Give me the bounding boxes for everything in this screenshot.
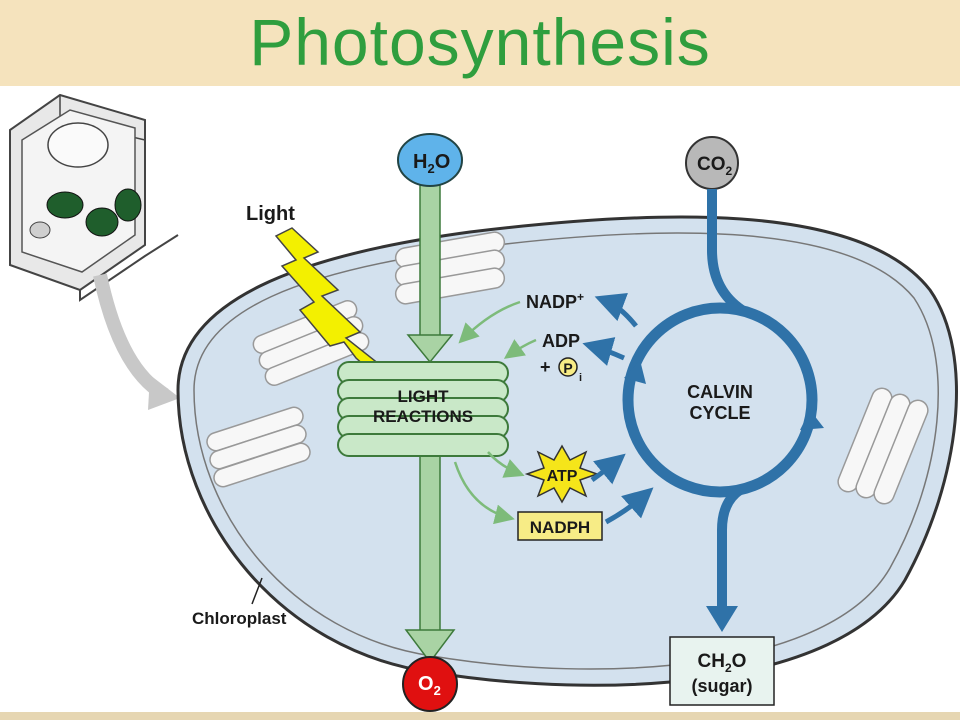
co2-bubble: CO2 (685, 136, 739, 190)
cycle-to-nadp-arrow (594, 292, 638, 328)
calvin-label-1: CALVIN (687, 382, 753, 402)
h2o-bubble: H2O (397, 133, 463, 187)
nadph-box: NADPH (517, 511, 603, 541)
co2-label: CO (697, 154, 726, 175)
o2-bubble: O2 (402, 656, 458, 712)
calvin-label-2: CYCLE (689, 403, 750, 423)
light-reactions-stack (337, 361, 509, 457)
o2-subscript: 2 (434, 683, 441, 698)
ch2o-tail: O (732, 651, 747, 672)
page-title: Photosynthesis (249, 5, 711, 79)
bottom-bar (0, 712, 960, 720)
chloroplast-leader-line (251, 577, 263, 605)
svg-text:O2: O2 (418, 673, 441, 698)
svg-text:CO2: CO2 (697, 154, 733, 178)
adp-label: ADP (542, 331, 580, 351)
light-to-atp-arrow (487, 451, 525, 478)
sugar-outflow (717, 485, 744, 610)
atp-to-cycle-arrow (590, 453, 626, 485)
ch2o-label: CH (698, 651, 725, 672)
chloroplast-label: Chloroplast (192, 609, 287, 628)
sugar-outflow-head (706, 606, 738, 632)
sugar-label: (sugar) (691, 676, 752, 696)
o2-flow-arrow (404, 454, 456, 664)
title-bar (0, 0, 960, 86)
plant-cell-sketch (9, 93, 179, 302)
atp-label: ATP (547, 468, 578, 485)
light-reactions-label-2: REACTIONS (373, 407, 473, 426)
light-label: Light (246, 203, 295, 225)
h2o-label: H (413, 151, 427, 173)
phosphate-label: P (563, 360, 572, 376)
light-reactions-label-1: LIGHT (398, 387, 450, 406)
nadp-to-light-arrow (458, 300, 521, 344)
phosphate-icon: P i (558, 357, 582, 384)
svg-text:H2O: H2O (413, 151, 450, 176)
ch2o-subscript: 2 (725, 661, 732, 675)
co2-subscript: 2 (726, 164, 733, 178)
svg-text:CH2O: CH2O (698, 651, 747, 675)
h2o-subscript: 2 (427, 161, 434, 176)
o2-label: O (418, 673, 434, 695)
light-to-nadph-arrow (453, 461, 515, 525)
adp-to-light-arrow (503, 338, 537, 359)
phosphate-subscript: i (579, 372, 582, 384)
cycle-to-adp-arrow (582, 337, 626, 366)
ch2o-box: CH2O (sugar) (669, 636, 775, 706)
zoom-arrow (93, 273, 180, 410)
svg-text:NADP+: NADP+ (526, 290, 584, 312)
nadph-to-cycle-arrow (604, 487, 654, 525)
nadph-label: NADPH (530, 518, 590, 537)
plus-label: + (540, 357, 551, 377)
h2o-tail: O (435, 151, 451, 173)
nadp-label: NADP (526, 292, 577, 312)
atp-star: ATP (524, 444, 600, 504)
nadp-superscript: + (577, 290, 584, 304)
calvin-cycle-ring (622, 302, 824, 498)
